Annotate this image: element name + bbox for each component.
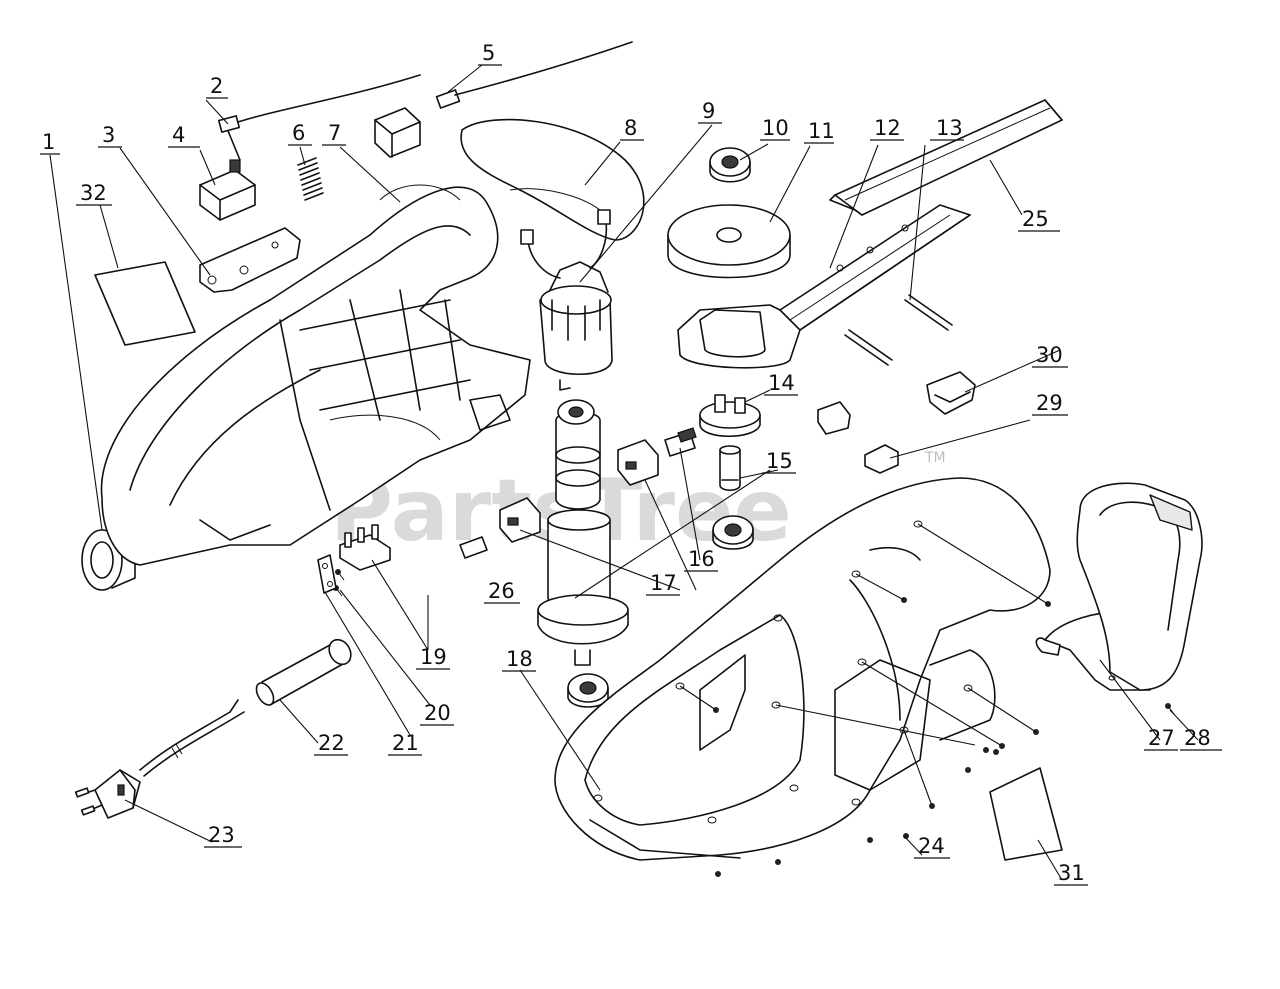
callout-4[interactable]: 4 — [168, 123, 200, 148]
part-11-gear[interactable] — [667, 204, 791, 279]
callout-32[interactable]: 32 — [76, 181, 112, 206]
svg-text:3: 3 — [102, 123, 115, 147]
part-30-switch-block[interactable] — [926, 371, 976, 415]
part-15-shaft[interactable] — [719, 445, 741, 492]
part-5-switch-with-wire[interactable] — [374, 41, 633, 158]
callout-27[interactable]: 27 — [1144, 726, 1178, 751]
callout-24[interactable]: 24 — [914, 834, 950, 859]
callout-25[interactable]: 25 — [1018, 207, 1060, 232]
svg-text:24: 24 — [918, 834, 945, 858]
callout-9[interactable]: 9 — [698, 99, 722, 124]
part-24-screws[interactable] — [679, 523, 1051, 877]
callout-3[interactable]: 3 — [98, 123, 122, 148]
part-3-trigger-lever[interactable] — [199, 227, 301, 293]
callout-16[interactable]: 16 — [684, 547, 718, 572]
part-14-cam[interactable] — [699, 394, 761, 438]
svg-text:5: 5 — [482, 41, 495, 65]
part-7-housing-left-half[interactable] — [100, 184, 531, 566]
part-26-bottom-bearing[interactable] — [567, 673, 609, 708]
callout-8[interactable]: 8 — [620, 116, 644, 141]
part-29-switch-button[interactable] — [864, 444, 899, 474]
svg-text:6: 6 — [292, 121, 305, 145]
svg-text:13: 13 — [936, 116, 963, 140]
callout-labels: 1 2 3 4 5 6 7 8 9 10 11 12 13 14 15 16 1… — [40, 41, 1222, 886]
part-13-pins[interactable] — [844, 294, 953, 366]
svg-text:27: 27 — [1148, 726, 1175, 750]
part-27-shield[interactable] — [1076, 482, 1203, 691]
svg-text:30: 30 — [1036, 343, 1063, 367]
part-21-cord-clamp[interactable] — [317, 554, 337, 594]
part-10-bearing[interactable] — [709, 147, 751, 183]
svg-text:28: 28 — [1184, 726, 1211, 750]
callout-5[interactable]: 5 — [478, 41, 502, 66]
svg-text:2: 2 — [210, 74, 223, 98]
callout-29[interactable]: 29 — [1032, 391, 1068, 416]
svg-text:15: 15 — [766, 449, 793, 473]
part-25-blade-guard[interactable] — [829, 99, 1063, 216]
svg-text:16: 16 — [688, 547, 715, 571]
svg-text:4: 4 — [172, 123, 185, 147]
callout-19[interactable]: 19 — [416, 645, 450, 670]
svg-text:14: 14 — [768, 371, 795, 395]
callout-2[interactable]: 2 — [206, 74, 228, 99]
callout-28[interactable]: 28 — [1180, 726, 1222, 751]
callout-11[interactable]: 11 — [804, 119, 835, 144]
svg-text:9: 9 — [702, 99, 715, 123]
part-6-spring[interactable] — [297, 157, 324, 201]
part-22-cord-protector[interactable] — [253, 636, 355, 708]
callout-1[interactable]: 1 — [40, 130, 60, 155]
part-19-terminal-block[interactable] — [339, 524, 391, 571]
svg-text:8: 8 — [624, 116, 637, 140]
callout-26[interactable]: 26 — [484, 579, 520, 604]
part-15-lower-bearing[interactable] — [712, 515, 754, 550]
callout-21[interactable]: 21 — [388, 731, 422, 756]
callout-20[interactable]: 20 — [420, 701, 454, 726]
part-32-label[interactable] — [94, 261, 196, 346]
callout-7[interactable]: 7 — [322, 121, 346, 146]
callout-10[interactable]: 10 — [760, 116, 790, 141]
svg-text:7: 7 — [328, 121, 341, 145]
svg-text:1: 1 — [42, 130, 55, 154]
watermark-trademark: TM — [924, 450, 946, 466]
svg-text:12: 12 — [874, 116, 901, 140]
part-26-armature[interactable] — [537, 399, 629, 666]
svg-text:32: 32 — [80, 181, 107, 205]
callout-30[interactable]: 30 — [1032, 343, 1068, 368]
svg-text:17: 17 — [650, 571, 677, 595]
svg-text:29: 29 — [1036, 391, 1063, 415]
part-23-power-cord[interactable] — [74, 699, 245, 819]
part-16-carbon-brush[interactable] — [664, 427, 697, 457]
svg-text:10: 10 — [762, 116, 789, 140]
callout-18[interactable]: 18 — [502, 647, 536, 672]
svg-text:23: 23 — [208, 823, 235, 847]
callout-31[interactable]: 31 — [1054, 861, 1088, 886]
svg-text:21: 21 — [392, 731, 419, 755]
callout-15[interactable]: 15 — [762, 449, 796, 474]
svg-text:19: 19 — [420, 645, 447, 669]
callout-12[interactable]: 12 — [870, 116, 904, 141]
part-14-lock-block[interactable] — [817, 401, 851, 435]
part-31-label[interactable] — [989, 767, 1063, 861]
callout-22[interactable]: 22 — [314, 731, 348, 756]
part-12-blade[interactable] — [677, 204, 971, 369]
callout-14[interactable]: 14 — [764, 371, 798, 396]
svg-text:11: 11 — [808, 119, 835, 143]
callout-23[interactable]: 23 — [204, 823, 242, 848]
svg-text:26: 26 — [488, 579, 515, 603]
svg-text:31: 31 — [1058, 861, 1085, 885]
part-18-housing-right-half[interactable] — [554, 477, 1051, 861]
callout-13[interactable]: 13 — [930, 116, 964, 141]
svg-text:22: 22 — [318, 731, 345, 755]
part-17-brush-holders[interactable] — [459, 439, 659, 559]
leader-lines — [49, 64, 1199, 881]
svg-text:20: 20 — [424, 701, 451, 725]
callout-17[interactable]: 17 — [646, 571, 680, 596]
callout-6[interactable]: 6 — [288, 121, 312, 146]
svg-text:25: 25 — [1022, 207, 1049, 231]
svg-text:18: 18 — [506, 647, 533, 671]
part-9-motor-field[interactable] — [520, 209, 613, 391]
